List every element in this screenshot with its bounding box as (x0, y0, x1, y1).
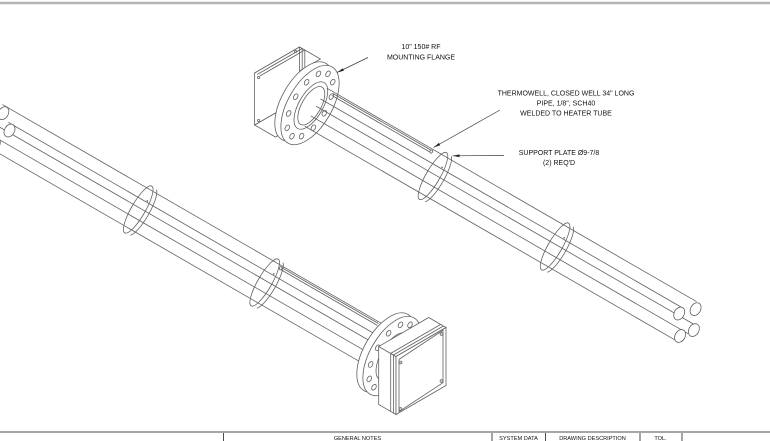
title-block-cell-tolerance: TOL. (654, 436, 667, 441)
tube-end (3, 123, 16, 138)
title-block-cell-system-data: SYSTEM DATA (499, 436, 538, 441)
tube-end (689, 302, 702, 316)
box-lid-seam (393, 325, 444, 356)
box-screw-icon (398, 407, 403, 411)
box-screw-icon (294, 50, 298, 54)
leader-arrowhead-icon (452, 154, 460, 158)
lower-heater-assembly (0, 104, 447, 416)
support-plate-upper-1 (412, 148, 457, 206)
annotation-text: WELDED TO HEATER TUBE (520, 111, 612, 118)
box-lid-seam (398, 329, 444, 413)
support-plate-lower-1 (118, 182, 163, 240)
annotation-text: THERMOWELL, CLOSED WELL 34" LONG (498, 91, 635, 98)
support-plate-lower-2 (244, 255, 289, 313)
title-block-cell-drawing-description: DRAWING DESCRIPTION (559, 436, 626, 441)
upper-heater-assembly (253, 46, 702, 343)
mounting-flange-annotation: 10" 150# RF MOUNTING FLANGE (336, 44, 455, 73)
box-screw-icon (257, 75, 261, 79)
support-plate-upper-2 (535, 219, 579, 277)
thermowell-rod-upper (331, 93, 434, 154)
thermowell-annotation: THERMOWELL, CLOSED WELL 34" LONG PIPE, 1… (433, 91, 635, 148)
thermowell-rod-lower (278, 266, 379, 326)
tube-end (674, 329, 686, 343)
box-lid-seam (390, 324, 441, 354)
tube-end (0, 137, 1, 151)
annotation-text: SUPPORT PLATE Ø9-7/8 (519, 150, 600, 157)
box-screw-icon (439, 332, 444, 336)
heater-tube-bundle-lower (0, 104, 390, 367)
annotation-text: (2) REQ'D (543, 160, 575, 167)
tube-end (673, 306, 686, 321)
annotation-text: MOUNTING FLANGE (387, 55, 455, 62)
box-screw-icon (398, 360, 403, 365)
tube-end (0, 106, 10, 120)
junction-box-lower (377, 317, 447, 416)
heater-tube-bundle-upper (304, 87, 702, 343)
leader-arrowhead-icon (433, 142, 441, 148)
title-block-cell-general-notes: GENERAL NOTES (334, 436, 382, 441)
annotation-text: PIPE, 1/8", SCH40 (537, 101, 596, 108)
box-screw-icon (257, 118, 261, 122)
tube-end (687, 323, 700, 337)
leader-arrowhead-icon (337, 68, 344, 73)
title-block-strip: GENERAL NOTES SYSTEM DATA DRAWING DESCRI… (0, 431, 770, 441)
box-screw-icon (439, 379, 444, 383)
support-plate-annotation: SUPPORT PLATE Ø9-7/8 (2) REQ'D (452, 150, 600, 167)
annotation-text: 10" 150# RF (401, 44, 440, 51)
leader-line (433, 109, 501, 148)
